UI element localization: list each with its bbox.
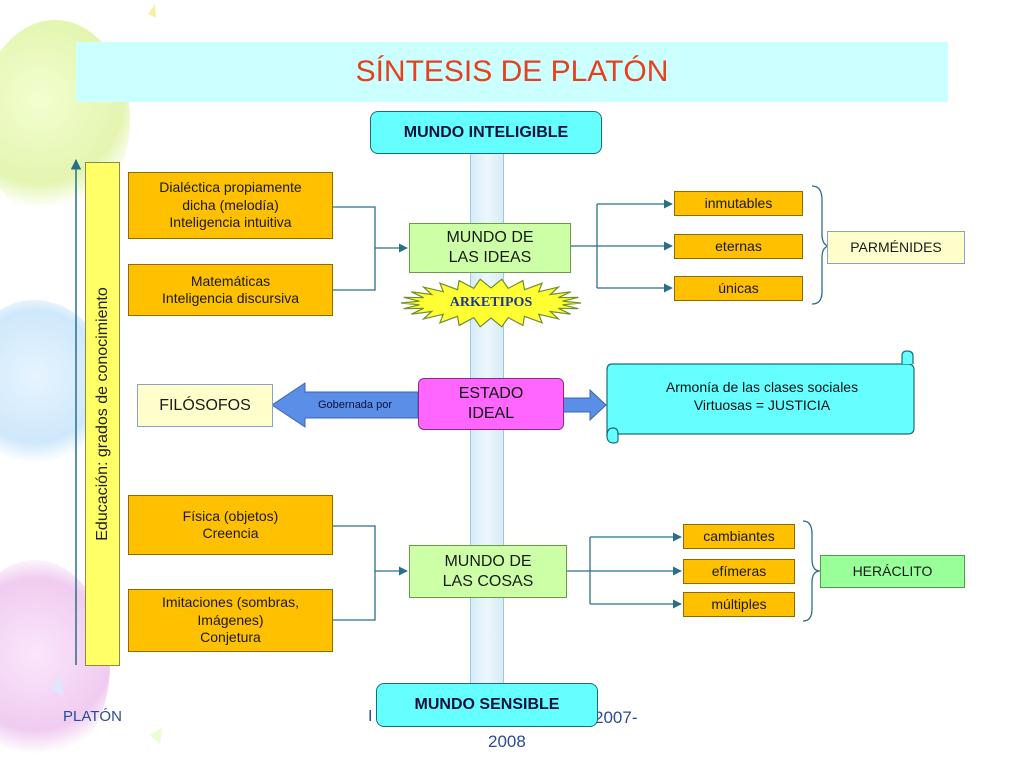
mundo-inteligible-label: MUNDO INTELIGIBLE: [403, 123, 569, 141]
mundo-ideas-box: MUNDO DE LAS IDEAS: [409, 223, 571, 273]
estado-line1: ESTADO: [458, 385, 524, 402]
imitaciones-line2: Imágenes): [197, 611, 264, 628]
footer-left: PLATÓN: [63, 708, 122, 725]
scroll-line2: Virtuosas = JUSTICIA: [693, 397, 831, 414]
gobernada-por-label: Gobernada por: [318, 399, 392, 411]
imitaciones-box: Imitaciones (sombras, Imágenes) Conjetur…: [128, 589, 333, 652]
footer-right-partial: I: [368, 708, 373, 725]
mundo-ideas-line1: MUNDO DE: [446, 229, 534, 246]
imitaciones-line1: Imitaciones (sombras,: [162, 594, 299, 611]
fisica-box: Física (objetos) Creencia: [128, 495, 333, 555]
dialectica-line3: Inteligencia intuitiva: [169, 214, 292, 231]
dialectica-box: Dialéctica propiamente dicha (melodía) I…: [128, 172, 333, 239]
property-inmutables: inmutables: [674, 191, 803, 216]
title-banner: SÍNTESIS DE PLATÓN: [76, 42, 948, 102]
filosofos-box: FILÓSOFOS: [137, 384, 273, 427]
estado-ideal-box: ESTADO IDEAL: [418, 378, 564, 430]
arketipos-label: ARKETIPOS: [449, 295, 533, 311]
mundo-cosas-line2: LAS COSAS: [442, 572, 534, 590]
arketipos-starburst: [400, 278, 582, 328]
scroll-text: Armonía de las clases sociales Virtuosas…: [622, 378, 902, 414]
educacion-label: Educación: grados de conocimiento: [93, 287, 111, 541]
imitaciones-line3: Conjetura: [200, 629, 261, 646]
footer-right-year2: 2008: [488, 732, 526, 751]
footer-right-year1: 2007-: [594, 708, 638, 727]
page-title: SÍNTESIS DE PLATÓN: [355, 55, 669, 89]
mundo-cosas-box: MUNDO DE LAS COSAS: [409, 545, 567, 598]
parmenides-box: PARMÉNIDES: [827, 231, 965, 264]
property-cambiantes: cambiantes: [683, 524, 795, 549]
mundo-sensible-box: MUNDO SENSIBLE: [376, 683, 598, 727]
mundo-inteligible-box: MUNDO INTELIGIBLE: [370, 111, 602, 154]
mundo-cosas-line1: MUNDO DE: [444, 552, 532, 570]
heraclito-box: HERÁCLITO: [820, 555, 965, 588]
scroll-shape: [606, 350, 915, 444]
property-eternas: eternas: [674, 234, 803, 259]
property-multiples: múltiples: [683, 592, 795, 617]
dialectica-line2: dicha (melodía): [182, 196, 279, 213]
matematicas-line1: Matemáticas: [190, 272, 271, 289]
matematicas-box: Matemáticas Inteligencia discursiva: [128, 264, 333, 316]
scroll-line1: Armonía de las clases sociales: [665, 379, 859, 395]
dialectica-line1: Dialéctica propiamente: [159, 179, 302, 196]
educacion-bar: Educación: grados de conocimiento: [85, 162, 120, 666]
property-unicas: únicas: [674, 276, 803, 301]
fisica-line1: Física (objetos): [182, 507, 279, 524]
mundo-sensible-label: MUNDO SENSIBLE: [414, 696, 560, 713]
fisica-line2: Creencia: [202, 525, 259, 541]
property-efimeras: efímeras: [683, 559, 795, 584]
estado-line2: IDEAL: [467, 405, 515, 422]
mundo-ideas-line2: LAS IDEAS: [448, 249, 532, 266]
matematicas-line2: Inteligencia discursiva: [162, 290, 299, 306]
